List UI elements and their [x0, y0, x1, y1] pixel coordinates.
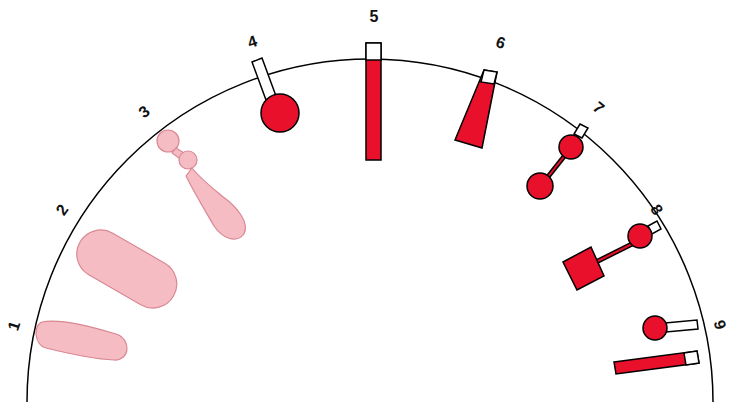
- red-round: [252, 58, 299, 132]
- callout-number: 2: [53, 202, 71, 218]
- pale-shape: [68, 221, 186, 317]
- callout-number: 3: [136, 103, 153, 121]
- red-rod: [366, 43, 381, 160]
- red-block: [563, 221, 661, 290]
- pale-chain: [157, 130, 245, 239]
- pale-shape: [36, 321, 127, 360]
- callout-number: 4: [245, 33, 258, 51]
- red-pair-bar: [614, 316, 699, 374]
- callout-number: 1: [5, 319, 23, 332]
- callout-number: 5: [370, 9, 379, 25]
- callout-number: 6: [493, 34, 506, 52]
- callout-number: 9: [710, 319, 728, 332]
- callout-number: 7: [589, 99, 606, 117]
- red-wedge: [455, 70, 497, 148]
- red-pair: [527, 124, 588, 199]
